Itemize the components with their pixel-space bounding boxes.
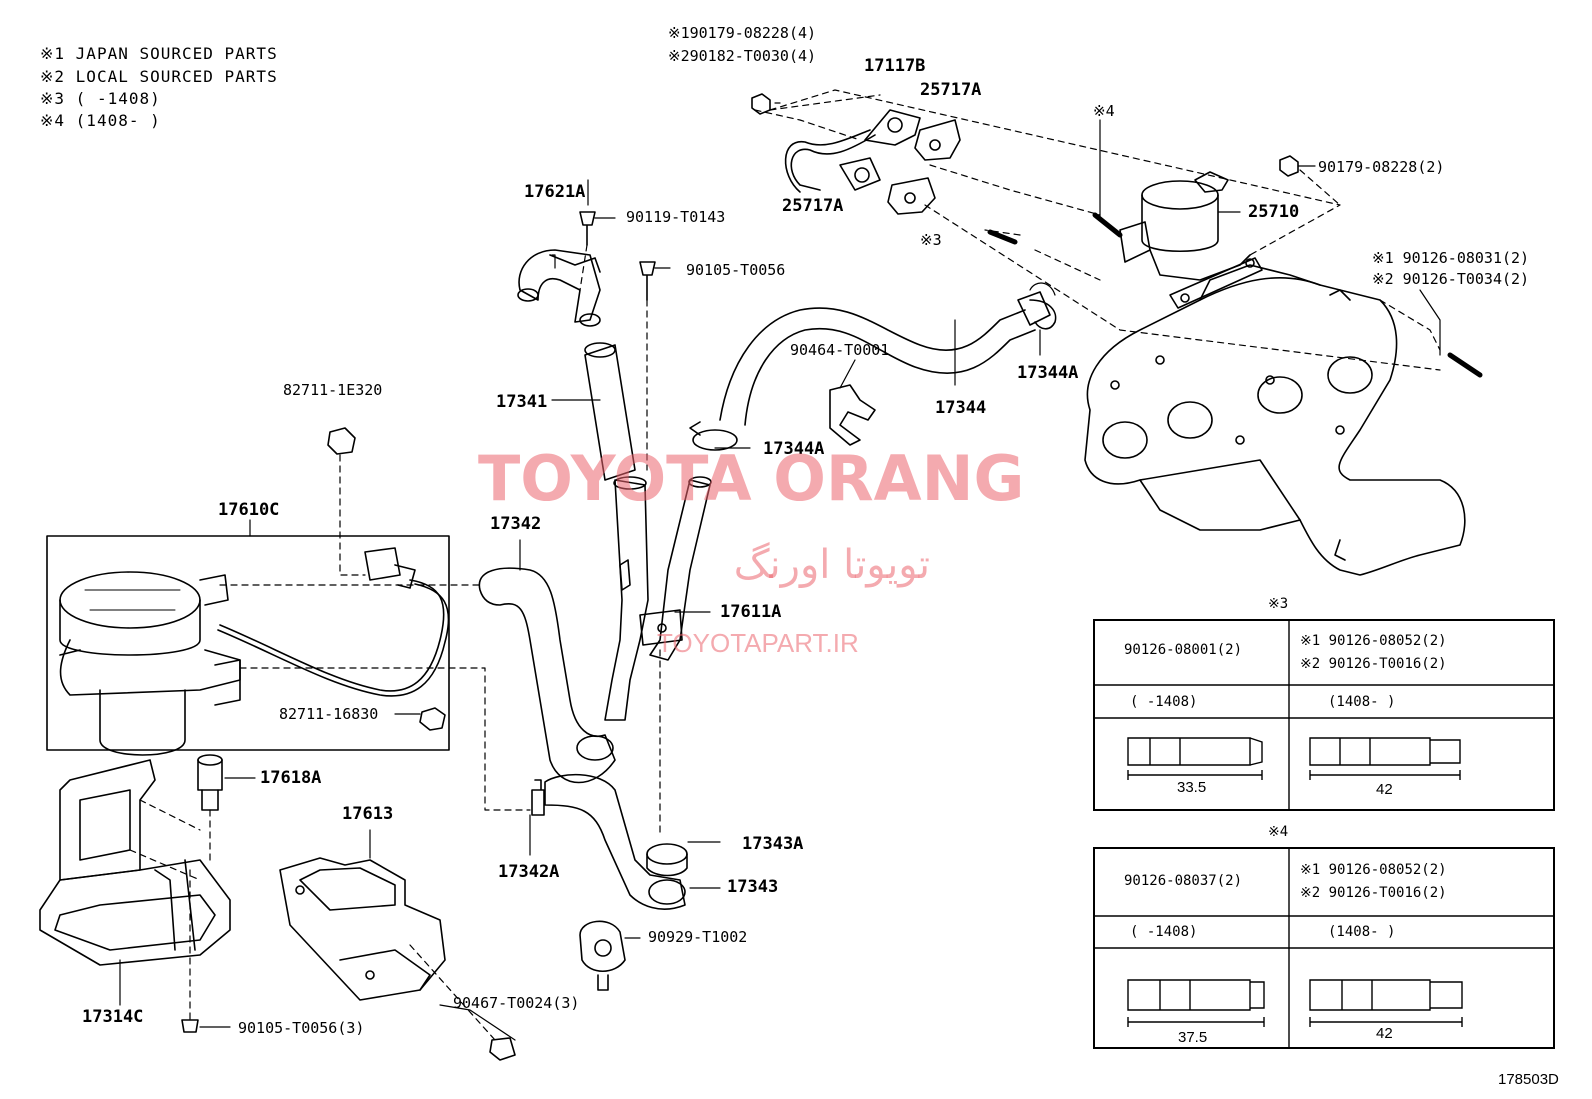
table1-right-dim: 42 <box>1376 781 1393 798</box>
cover-17613 <box>279 857 446 1001</box>
bracket-90464 <box>829 384 876 446</box>
label-17343[interactable]: 17343 <box>727 877 779 897</box>
table1-left-dim: 33.5 <box>1177 779 1207 796</box>
pump-assembly-box <box>46 535 450 751</box>
air-switching-valve <box>1119 171 1263 309</box>
table1-right-part-1[interactable]: ※1 90126-08052(2) <box>1300 633 1447 649</box>
hose-17342 <box>478 567 616 784</box>
valve-17342A <box>531 779 545 816</box>
note-japan-sourced: ※1 JAPAN SOURCED PARTS <box>40 44 278 63</box>
table2-right-dim: 42 <box>1376 1025 1393 1042</box>
label-90126-08031[interactable]: ※1 90126-08031(2) <box>1372 249 1530 267</box>
clamp-17344A-right <box>1029 299 1057 330</box>
label-17342A[interactable]: 17342A <box>498 862 560 882</box>
gasket-25717A-top <box>914 119 961 161</box>
air-pump-17610C <box>59 571 241 756</box>
label-90126-T0034[interactable]: ※2 90126-T0034(2) <box>1372 270 1530 288</box>
clamp-90929 <box>579 920 626 991</box>
table2-left-part[interactable]: 90126-08037(2) <box>1124 873 1243 889</box>
label-17611A[interactable]: 17611A <box>720 602 782 622</box>
diagram-id: 178503D <box>1498 1071 1559 1088</box>
label-25717A-mid[interactable]: 25717A <box>782 196 844 216</box>
label-17344[interactable]: 17344 <box>935 398 987 418</box>
label-17344A-right[interactable]: 17344A <box>1017 363 1079 383</box>
label-90119[interactable]: 90119-T0143 <box>626 208 726 226</box>
connector-17610C <box>364 547 416 589</box>
clip-90467 <box>489 1037 516 1061</box>
table2-right-part-1[interactable]: ※1 90126-08052(2) <box>1300 862 1447 878</box>
label-190179[interactable]: ※190179-08228(4) <box>668 24 817 42</box>
spec-table-graphics <box>1093 619 1555 1049</box>
pipe-17117B <box>784 109 921 193</box>
nut-icon-right <box>1279 155 1299 177</box>
table2-marker: ※4 <box>1268 824 1289 840</box>
label-note4-marker: ※4 <box>1093 102 1115 120</box>
hose-17343 <box>544 773 688 910</box>
table1-marker: ※3 <box>1268 596 1289 612</box>
clamp-17344A-left <box>689 421 738 451</box>
note-local-sourced: ※2 LOCAL SOURCED PARTS <box>40 67 278 86</box>
label-17343A[interactable]: 17343A <box>742 834 804 854</box>
table2-right-range: (1408- ) <box>1328 924 1396 940</box>
hose-17344 <box>719 282 1056 426</box>
table1-right-range: (1408- ) <box>1328 694 1396 710</box>
label-82711-16830[interactable]: 82711-16830 <box>279 705 379 723</box>
label-25717A-top[interactable]: 25717A <box>920 80 982 100</box>
table1-right-part-2[interactable]: ※2 90126-T0016(2) <box>1300 656 1447 672</box>
watermark-persian: تویوتا اورنگ <box>733 542 930 588</box>
gasket-25717A-mid <box>887 177 936 215</box>
hose-17341 <box>584 342 636 481</box>
table1-left-range: ( -1408) <box>1130 694 1198 710</box>
hose-17621A <box>517 249 601 327</box>
label-90179[interactable]: 90179-08228(2) <box>1318 158 1445 176</box>
label-17621A[interactable]: 17621A <box>524 182 586 202</box>
label-90105-bottom[interactable]: 90105-T0056(3) <box>238 1019 365 1037</box>
label-290182[interactable]: ※290182-T0030(4) <box>668 47 817 65</box>
label-17341[interactable]: 17341 <box>496 392 548 412</box>
bolt-90119 <box>579 211 596 246</box>
label-17342[interactable]: 17342 <box>490 514 542 534</box>
label-17610C[interactable]: 17610C <box>218 500 280 520</box>
watermark-title: TOYOTA ORANG <box>478 442 1025 515</box>
bolt-90105-top <box>639 261 656 301</box>
sensor-17618A <box>197 754 223 811</box>
table2-right-part-2[interactable]: ※2 90126-T0016(2) <box>1300 885 1447 901</box>
label-17618A[interactable]: 17618A <box>260 768 322 788</box>
bolt-90105-bottom <box>181 1019 199 1033</box>
connector-82711-top <box>327 427 356 455</box>
wire-harness-2 <box>217 583 450 697</box>
label-90467[interactable]: 90467-T0024(3) <box>453 994 580 1012</box>
pipe-17611A <box>604 476 712 721</box>
note-range-3: ※3 ( -1408) <box>40 89 161 108</box>
label-17117B[interactable]: 17117B <box>864 56 926 76</box>
label-17314C[interactable]: 17314C <box>82 1007 144 1027</box>
label-17344A-left[interactable]: 17344A <box>763 439 825 459</box>
note-range-4: ※4 (1408- ) <box>40 111 161 130</box>
label-17613[interactable]: 17613 <box>342 804 394 824</box>
label-82711-1E320[interactable]: 82711-1E320 <box>283 381 383 399</box>
label-90464[interactable]: 90464-T0001 <box>790 341 890 359</box>
table1-left-part[interactable]: 90126-08001(2) <box>1124 642 1243 658</box>
exhaust-manifold <box>1084 264 1466 576</box>
clip-82711-bottom <box>419 707 446 731</box>
wire-harness <box>219 579 445 692</box>
label-90105-top[interactable]: 90105-T0056 <box>686 261 786 279</box>
label-25710[interactable]: 25710 <box>1248 202 1300 222</box>
label-note3-marker: ※3 <box>920 231 942 249</box>
label-90929[interactable]: 90929-T1002 <box>648 928 748 946</box>
table2-left-range: ( -1408) <box>1130 924 1198 940</box>
table2-left-dim: 37.5 <box>1178 1029 1208 1046</box>
watermark-url: TOYOTAPART.IR <box>657 628 859 658</box>
